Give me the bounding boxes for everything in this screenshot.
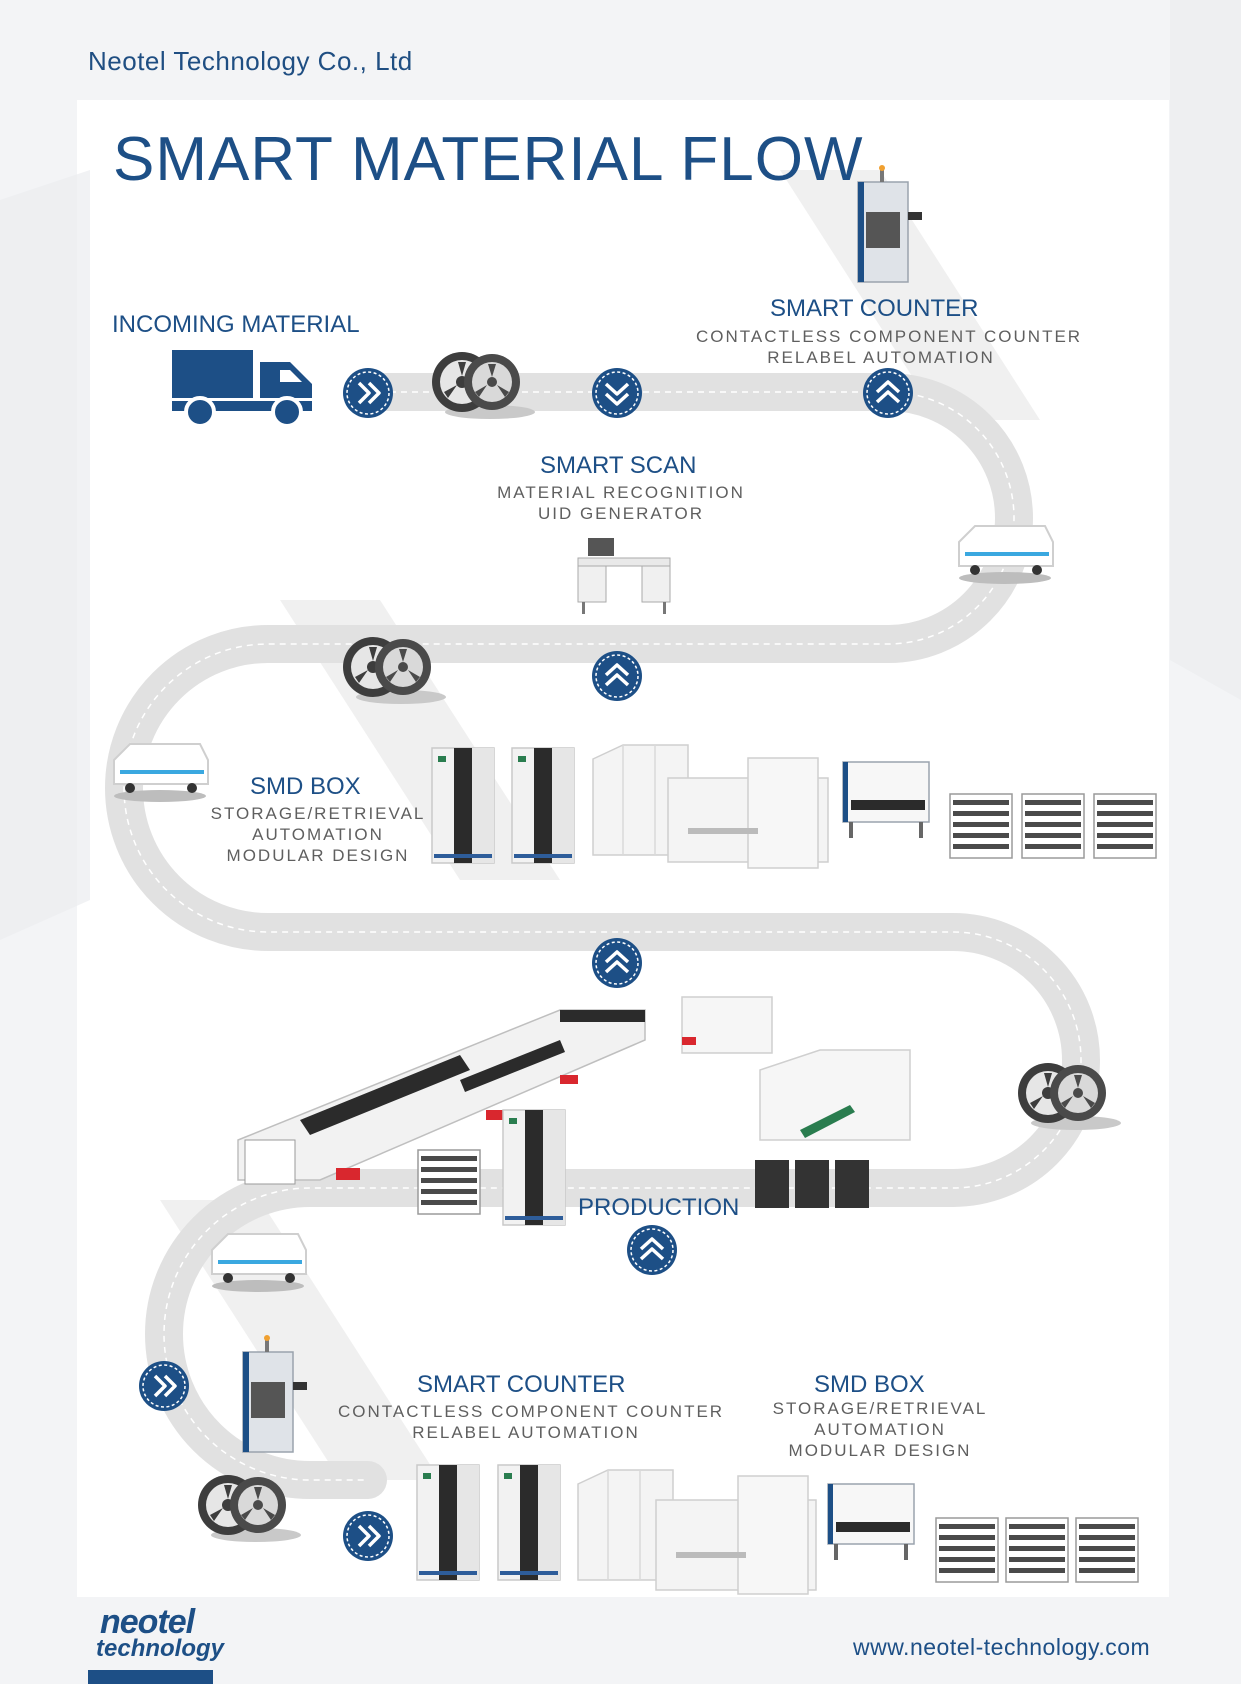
chevron-right-icon xyxy=(343,1511,393,1561)
feature-line: MATERIAL RECOGNITION xyxy=(497,483,745,502)
machine-icon xyxy=(667,757,829,869)
smart-scan-heading: SMART SCAN xyxy=(540,452,697,479)
smart-counter-features: CONTACTLESS COMPONENT COUNTER RELABEL AU… xyxy=(696,326,1083,368)
smd-box-features: STORAGE/RETRIEVAL AUTOMATION MODULAR DES… xyxy=(206,803,430,866)
footer-accent-bar xyxy=(88,1670,213,1684)
machine-icon xyxy=(1005,1517,1069,1583)
feature-line: MODULAR DESIGN xyxy=(226,846,410,865)
machine-icon xyxy=(1021,793,1085,859)
machine-icon xyxy=(417,1149,481,1215)
smd-box-heading: SMD BOX xyxy=(250,773,361,800)
smd-box-heading: SMD BOX xyxy=(814,1371,925,1398)
machine-icon xyxy=(416,1464,480,1581)
machine-icon xyxy=(655,1475,817,1595)
feature-line: MODULAR DESIGN xyxy=(788,1441,972,1460)
smart-counter-heading: SMART COUNTER xyxy=(770,295,979,322)
machine-icon xyxy=(827,1483,915,1561)
agv-icon xyxy=(113,743,209,803)
chevron-up-icon xyxy=(627,1225,677,1275)
feature-line: STORAGE/RETRIEVAL xyxy=(772,1399,988,1418)
feature-line: STORAGE/RETRIEVAL xyxy=(210,804,426,823)
machine-icon xyxy=(502,1109,566,1226)
chevron-right-icon xyxy=(343,368,393,418)
machine-icon xyxy=(1093,793,1157,859)
agv-icon xyxy=(211,1233,307,1293)
machine-icon xyxy=(511,747,575,864)
feature-line: RELABEL AUTOMATION xyxy=(412,1423,640,1442)
company-name: Neotel Technology Co., Ltd xyxy=(88,46,413,76)
chevron-up-icon xyxy=(592,651,642,701)
feature-line: AUTOMATION xyxy=(252,825,384,844)
machine-icon xyxy=(497,1464,561,1581)
feature-line: AUTOMATION xyxy=(814,1420,946,1439)
machine-icon xyxy=(759,1049,911,1141)
machine-icon xyxy=(755,1160,869,1208)
smart-counter-features: CONTACTLESS COMPONENT COUNTER RELABEL AU… xyxy=(338,1401,725,1443)
production-heading: PRODUCTION xyxy=(578,1194,740,1221)
reel-icon xyxy=(1018,1063,1121,1130)
machine-icon xyxy=(681,996,773,1054)
smd-box-features: STORAGE/RETRIEVAL AUTOMATION MODULAR DES… xyxy=(768,1398,992,1461)
smart-scan-features: MATERIAL RECOGNITION UID GENERATOR xyxy=(494,482,748,524)
truck-icon xyxy=(172,350,312,428)
machine-icon xyxy=(1075,1517,1139,1583)
machine-icon xyxy=(431,747,495,864)
incoming-material-heading: INCOMING MATERIAL xyxy=(112,311,360,338)
smart-counter-heading: SMART COUNTER xyxy=(417,1371,626,1398)
feature-line: RELABEL AUTOMATION xyxy=(767,348,995,367)
agv-icon xyxy=(958,525,1054,585)
footer-logo-subtitle: technology xyxy=(96,1635,225,1662)
footer-logo: neotel xyxy=(100,1603,195,1641)
machine-icon xyxy=(577,538,671,614)
feature-line: UID GENERATOR xyxy=(537,504,705,523)
chevron-up-icon xyxy=(592,938,642,988)
feature-line: CONTACTLESS COMPONENT COUNTER xyxy=(338,1402,725,1421)
machine-icon xyxy=(935,1517,999,1583)
chevron-up-icon xyxy=(863,368,913,418)
machine-icon xyxy=(842,761,930,839)
machine-icon xyxy=(237,1009,646,1185)
page-title: SMART MATERIAL FLOW xyxy=(113,125,864,194)
chevron-down-icon xyxy=(592,368,642,418)
machine-icon xyxy=(949,793,1013,859)
feature-line: CONTACTLESS COMPONENT COUNTER xyxy=(696,327,1083,346)
website-link[interactable]: www.neotel-technology.com xyxy=(853,1634,1151,1660)
chevron-right-icon xyxy=(139,1361,189,1411)
